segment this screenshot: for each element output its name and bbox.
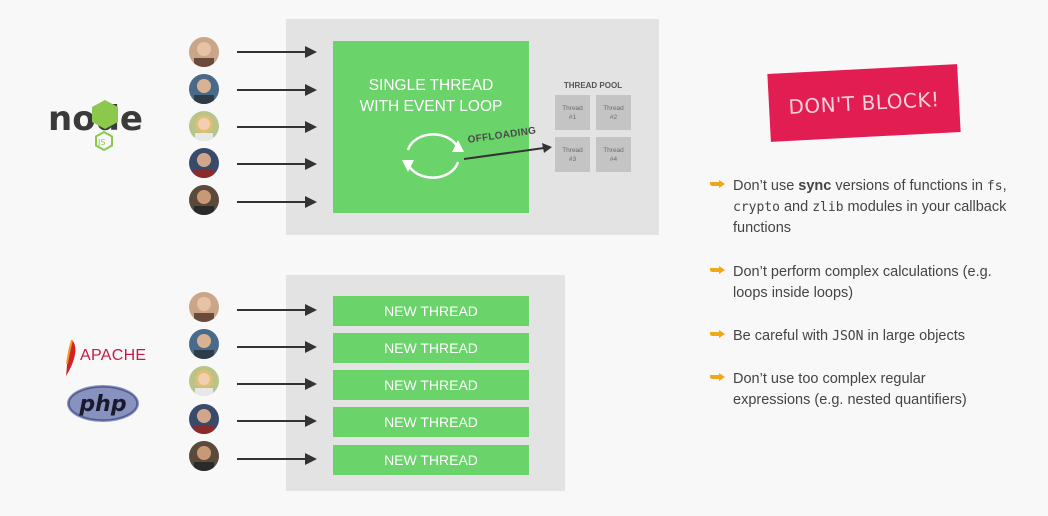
request-arrow-icon bbox=[237, 304, 317, 316]
tip-text-part: versions of functions in bbox=[831, 178, 987, 194]
event-loop-cycle-icon bbox=[402, 133, 464, 179]
tip-text-part: zlib bbox=[812, 200, 844, 215]
pointing-hand-icon bbox=[710, 266, 725, 274]
request-arrow-icon bbox=[237, 378, 317, 390]
tip-text-part: and bbox=[779, 199, 813, 215]
apache-feather-icon bbox=[66, 339, 76, 376]
user-avatar-icon bbox=[189, 185, 219, 215]
php-label: php bbox=[78, 392, 126, 417]
user-avatar-icon bbox=[189, 329, 219, 359]
tip-text-part: Don’t perform complex calculations (e.g.… bbox=[733, 264, 992, 301]
user-avatar-icon bbox=[189, 292, 219, 322]
thread-pool-title: THREAD POOL bbox=[563, 81, 623, 90]
request-arrow-icon bbox=[237, 121, 317, 133]
apache-label: APACHE bbox=[80, 347, 147, 364]
request-arrow-icon bbox=[237, 84, 317, 96]
request-arrow-icon bbox=[237, 453, 317, 465]
pointing-hand-icon bbox=[710, 373, 725, 381]
new-thread-box: New thread bbox=[333, 445, 529, 475]
single-thread-box: Single thread with event loop bbox=[333, 41, 529, 213]
single-thread-title: Single thread with event loop bbox=[359, 77, 503, 115]
user-avatar-icon bbox=[189, 366, 219, 396]
tip-text-part: Don’t use too complex regular expression… bbox=[733, 371, 967, 408]
new-thread-box: New thread bbox=[333, 333, 529, 363]
new-thread-box: New thread bbox=[333, 296, 529, 326]
request-arrow-icon bbox=[237, 415, 317, 427]
tip-text: Don’t use sync versions of functions in … bbox=[733, 176, 1033, 239]
request-arrow-icon bbox=[237, 196, 317, 208]
request-arrow-icon bbox=[237, 46, 317, 58]
thread-pool-cell: Thread#1 bbox=[555, 95, 590, 130]
new-thread-box: New thread bbox=[333, 407, 529, 437]
node-js-badge: JS bbox=[97, 138, 105, 147]
user-avatar-icon bbox=[189, 37, 219, 67]
user-avatar-icon bbox=[189, 111, 219, 141]
tip-text-part: Be careful with bbox=[733, 328, 833, 344]
tip-text-part: fs bbox=[986, 179, 1003, 194]
offloading-arrow-icon bbox=[463, 143, 552, 160]
user-avatar-icon bbox=[189, 441, 219, 471]
request-arrow-icon bbox=[237, 341, 317, 353]
thread-pool-cell: Thread#2 bbox=[596, 95, 631, 130]
tip-text-part: , bbox=[1002, 178, 1007, 194]
tip-text: Don’t use too complex regular expression… bbox=[733, 369, 1003, 411]
new-thread-box: New thread bbox=[333, 370, 529, 400]
user-avatar-icon bbox=[189, 74, 219, 104]
pointing-hand-icon bbox=[710, 330, 725, 338]
tip-text-part: Don’t use bbox=[733, 178, 799, 194]
tip-text-part: sync bbox=[798, 178, 832, 194]
tip-text-part: crypto bbox=[733, 200, 780, 215]
tip-text-part: JSON bbox=[832, 329, 864, 344]
tip-text-part: in large objects bbox=[863, 328, 966, 344]
tip-text: Be careful with JSON in large objects bbox=[733, 326, 1033, 347]
dont-block-banner: DON'T BLOCK! bbox=[767, 64, 961, 142]
pointing-hand-icon bbox=[710, 180, 725, 188]
request-arrow-icon bbox=[237, 158, 317, 170]
user-avatar-icon bbox=[189, 148, 219, 178]
thread-pool-cell: Thread#3 bbox=[555, 137, 590, 172]
php-logo: php bbox=[67, 385, 139, 422]
tip-text: Don’t perform complex calculations (e.g.… bbox=[733, 262, 993, 304]
thread-pool-cell: Thread#4 bbox=[596, 137, 631, 172]
user-avatar-icon bbox=[189, 404, 219, 434]
nodejs-logo: node JS bbox=[48, 99, 143, 152]
tip-text-part: modules in your callback functions bbox=[733, 199, 1007, 236]
